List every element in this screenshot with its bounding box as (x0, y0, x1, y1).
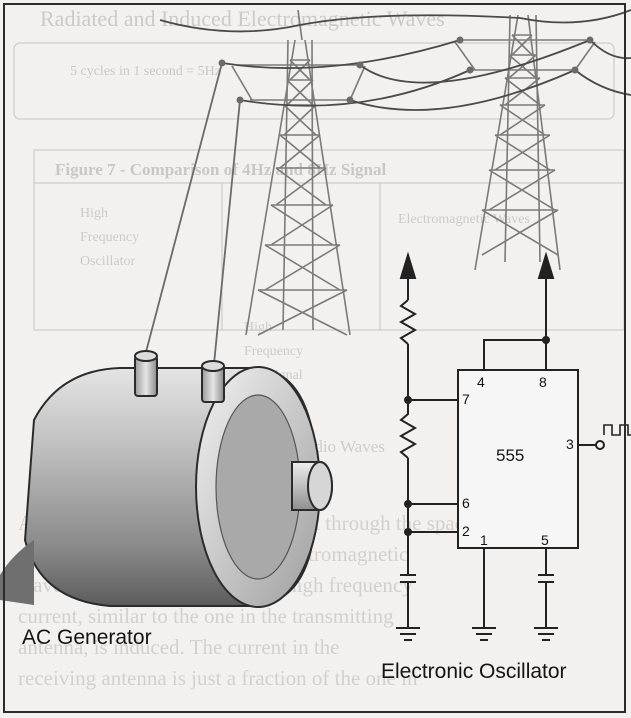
figure-border (3, 3, 626, 713)
